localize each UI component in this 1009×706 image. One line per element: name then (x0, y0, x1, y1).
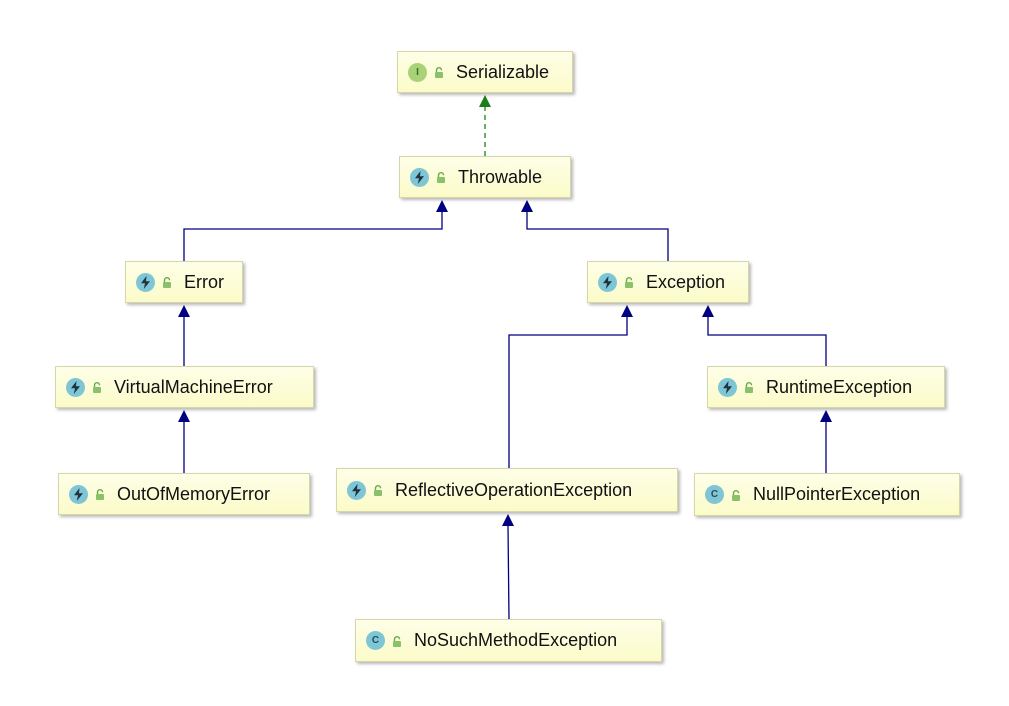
node-throwable[interactable]: Throwable (399, 156, 571, 198)
node-label: Throwable (458, 166, 543, 187)
node-label: Exception (646, 271, 726, 292)
exception-class-icon (69, 484, 88, 504)
node-label: NoSuchMethodException (414, 630, 618, 650)
abstract-exception-class-icon (66, 377, 85, 397)
node-outofmemoryerror[interactable]: OutOfMemoryError (58, 473, 310, 515)
edge-error-to-throwable (183, 212, 443, 261)
arrowhead-reflectiveoperationexception-to-exception (621, 305, 633, 317)
interface-icon: I (408, 62, 427, 82)
exception-class-icon (410, 167, 429, 187)
node-label: VirtualMachineError (114, 376, 273, 397)
lock-icon (392, 635, 402, 647)
node-label: Serializable (456, 61, 550, 82)
exception-class-icon (598, 272, 617, 292)
edge-reflectiveoperationexception-to-exception (508, 317, 628, 468)
arrowhead-virtualmachineerror-to-error (178, 305, 190, 317)
lock-icon (373, 485, 383, 496)
node-label: OutOfMemoryError (117, 483, 271, 504)
node-label: RuntimeException (766, 376, 913, 397)
arrowhead-nosuchmethodexception-to-reflectiveoperationexception (502, 514, 514, 526)
lock-icon (731, 489, 741, 501)
exception-class-icon (347, 480, 366, 500)
arrowhead-error-to-throwable (436, 200, 448, 212)
node-exception[interactable]: Exception (587, 261, 749, 303)
lock-icon (436, 172, 446, 183)
node-label: NullPointerException (753, 484, 921, 504)
lock-icon (92, 382, 102, 393)
node-serializable[interactable]: I Serializable (397, 51, 573, 93)
edge-runtimeexception-to-exception (707, 317, 827, 366)
edge-nosuchmethodexception-to-reflectiveoperationexception (507, 525, 510, 620)
exception-class-icon (718, 377, 737, 397)
node-runtimeexception[interactable]: RuntimeException (707, 366, 945, 408)
node-label: Error (184, 271, 224, 292)
node-virtualmachineerror[interactable]: VirtualMachineError (55, 366, 314, 408)
class-icon: C (705, 485, 724, 504)
arrowhead-nullpointerexception-to-runtimeexception (820, 410, 832, 422)
arrowhead-throwable-to-serializable (479, 95, 491, 107)
lock-icon (744, 382, 754, 393)
arrowhead-exception-to-throwable (521, 200, 533, 212)
arrowhead-outofmemoryerror-to-virtualmachineerror (178, 410, 190, 422)
arrowhead-runtimeexception-to-exception (702, 305, 714, 317)
lock-icon (434, 67, 444, 78)
exception-class-icon (136, 272, 155, 292)
node-nullpointerexception[interactable]: C NullPointerException (694, 473, 960, 516)
lock-icon (624, 277, 634, 288)
node-label: ReflectiveOperationException (395, 479, 633, 500)
edge-exception-to-throwable (526, 212, 669, 261)
node-reflectiveoperationexception[interactable]: ReflectiveOperationException (336, 468, 678, 512)
lock-icon (95, 489, 105, 500)
node-nosuchmethodexception[interactable]: C NoSuchMethodException (355, 619, 662, 662)
class-icon: C (366, 631, 385, 650)
node-error[interactable]: Error (125, 261, 243, 303)
lock-icon (162, 277, 172, 288)
